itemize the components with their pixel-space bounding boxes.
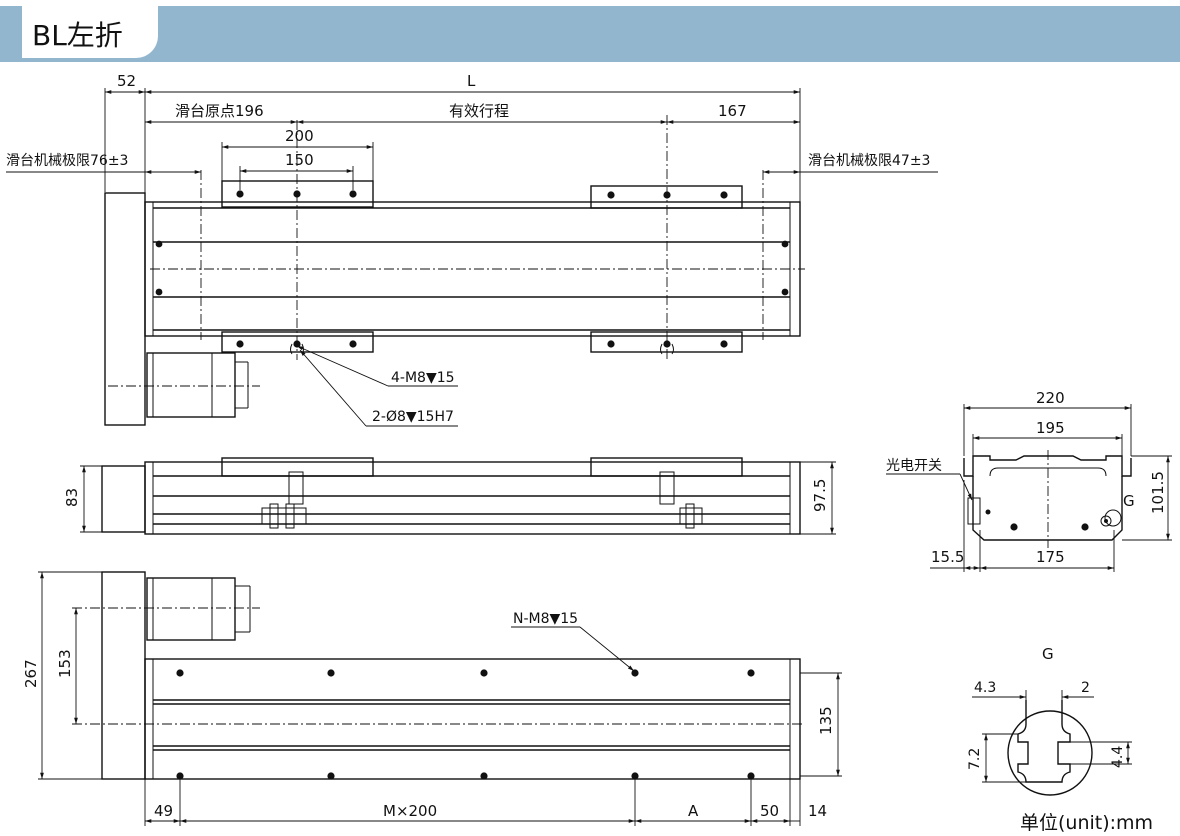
unit-note: 单位(unit):mm <box>1020 812 1153 834</box>
page-title: BL左折 <box>32 19 123 52</box>
carriage-bottom-right <box>590 331 743 353</box>
detail-g-circle <box>1007 710 1093 796</box>
motor-flange-top <box>104 192 146 426</box>
dim-97-5: 97.5 <box>811 479 829 512</box>
motor-body-bottom <box>146 577 236 641</box>
dim-135: 135 <box>817 706 835 735</box>
carriage-top-right <box>590 185 743 209</box>
dim-49: 49 <box>154 802 173 820</box>
carriage-top-left <box>221 180 374 208</box>
mech-limit-right: 滑台机械极限47±3 <box>808 152 930 169</box>
dim-52: 52 <box>117 72 136 90</box>
detail-g-marker: G <box>1123 492 1135 510</box>
motor-flange-bottom <box>101 571 146 780</box>
dim-a: A <box>688 802 699 820</box>
dim-4-3: 4.3 <box>974 680 996 696</box>
header-bar <box>0 6 1180 62</box>
dim-15-5: 15.5 <box>931 548 964 566</box>
dim-267: 267 <box>22 659 40 688</box>
detail-g-title: G <box>1042 645 1054 663</box>
dim-14: 14 <box>808 802 827 820</box>
carriage-side-right <box>590 457 743 477</box>
dim-200: 200 <box>285 127 314 145</box>
section-body <box>972 476 1123 541</box>
mech-limit-left: 滑台机械极限76±3 <box>6 152 128 169</box>
slide-origin-label: 滑台原点196 <box>175 102 264 120</box>
dim-153: 153 <box>56 649 74 678</box>
dim-167: 167 <box>718 102 747 120</box>
photo-switch-label: 光电开关 <box>886 458 942 474</box>
dim-7-2: 7.2 <box>967 748 983 770</box>
carriage-side-left <box>221 457 374 477</box>
side-view: 83 97.5 <box>63 457 836 535</box>
carriage-bottom-left <box>221 331 374 353</box>
dim-220: 220 <box>1036 389 1065 407</box>
effective-stroke-label: 有效行程 <box>449 102 509 120</box>
section-top-profile <box>963 455 1132 477</box>
dim-m-x-200: M×200 <box>383 802 437 820</box>
motor-body-top <box>146 352 236 418</box>
dim-150: 150 <box>285 151 314 169</box>
hole-callout-dowel: 2-Ø8▼15H7 <box>372 409 454 425</box>
top-view: 52 L 滑台原点196 有效行程 167 200 150 滑台机械极限76±3… <box>6 72 938 427</box>
dim-195: 195 <box>1036 419 1065 437</box>
detail-g-slot <box>1017 700 1071 783</box>
header-tab <box>22 6 158 58</box>
hole-callout-n-m8: N-M8▼15 <box>513 611 578 627</box>
bottom-view: 267 153 135 N-M8▼15 49 M×200 A 50 14 <box>22 571 842 826</box>
dim-175: 175 <box>1036 548 1065 566</box>
module-body-bottom <box>144 658 801 780</box>
dim-2: 2 <box>1081 680 1090 696</box>
detail-g-view: G 4.3 2 7.2 4.4 <box>967 645 1132 796</box>
dim-83: 83 <box>63 488 81 507</box>
module-body-side <box>144 461 801 535</box>
motor-flange-side <box>101 465 146 533</box>
dim-4-4: 4.4 <box>1110 746 1126 768</box>
section-view: 220 195 光电开关 101.5 G 15.5 175 <box>886 389 1172 572</box>
dim-L: L <box>467 72 476 90</box>
dim-50: 50 <box>760 802 779 820</box>
hole-callout-m8: 4-M8▼15 <box>391 370 455 386</box>
dim-101-5: 101.5 <box>1149 471 1167 514</box>
